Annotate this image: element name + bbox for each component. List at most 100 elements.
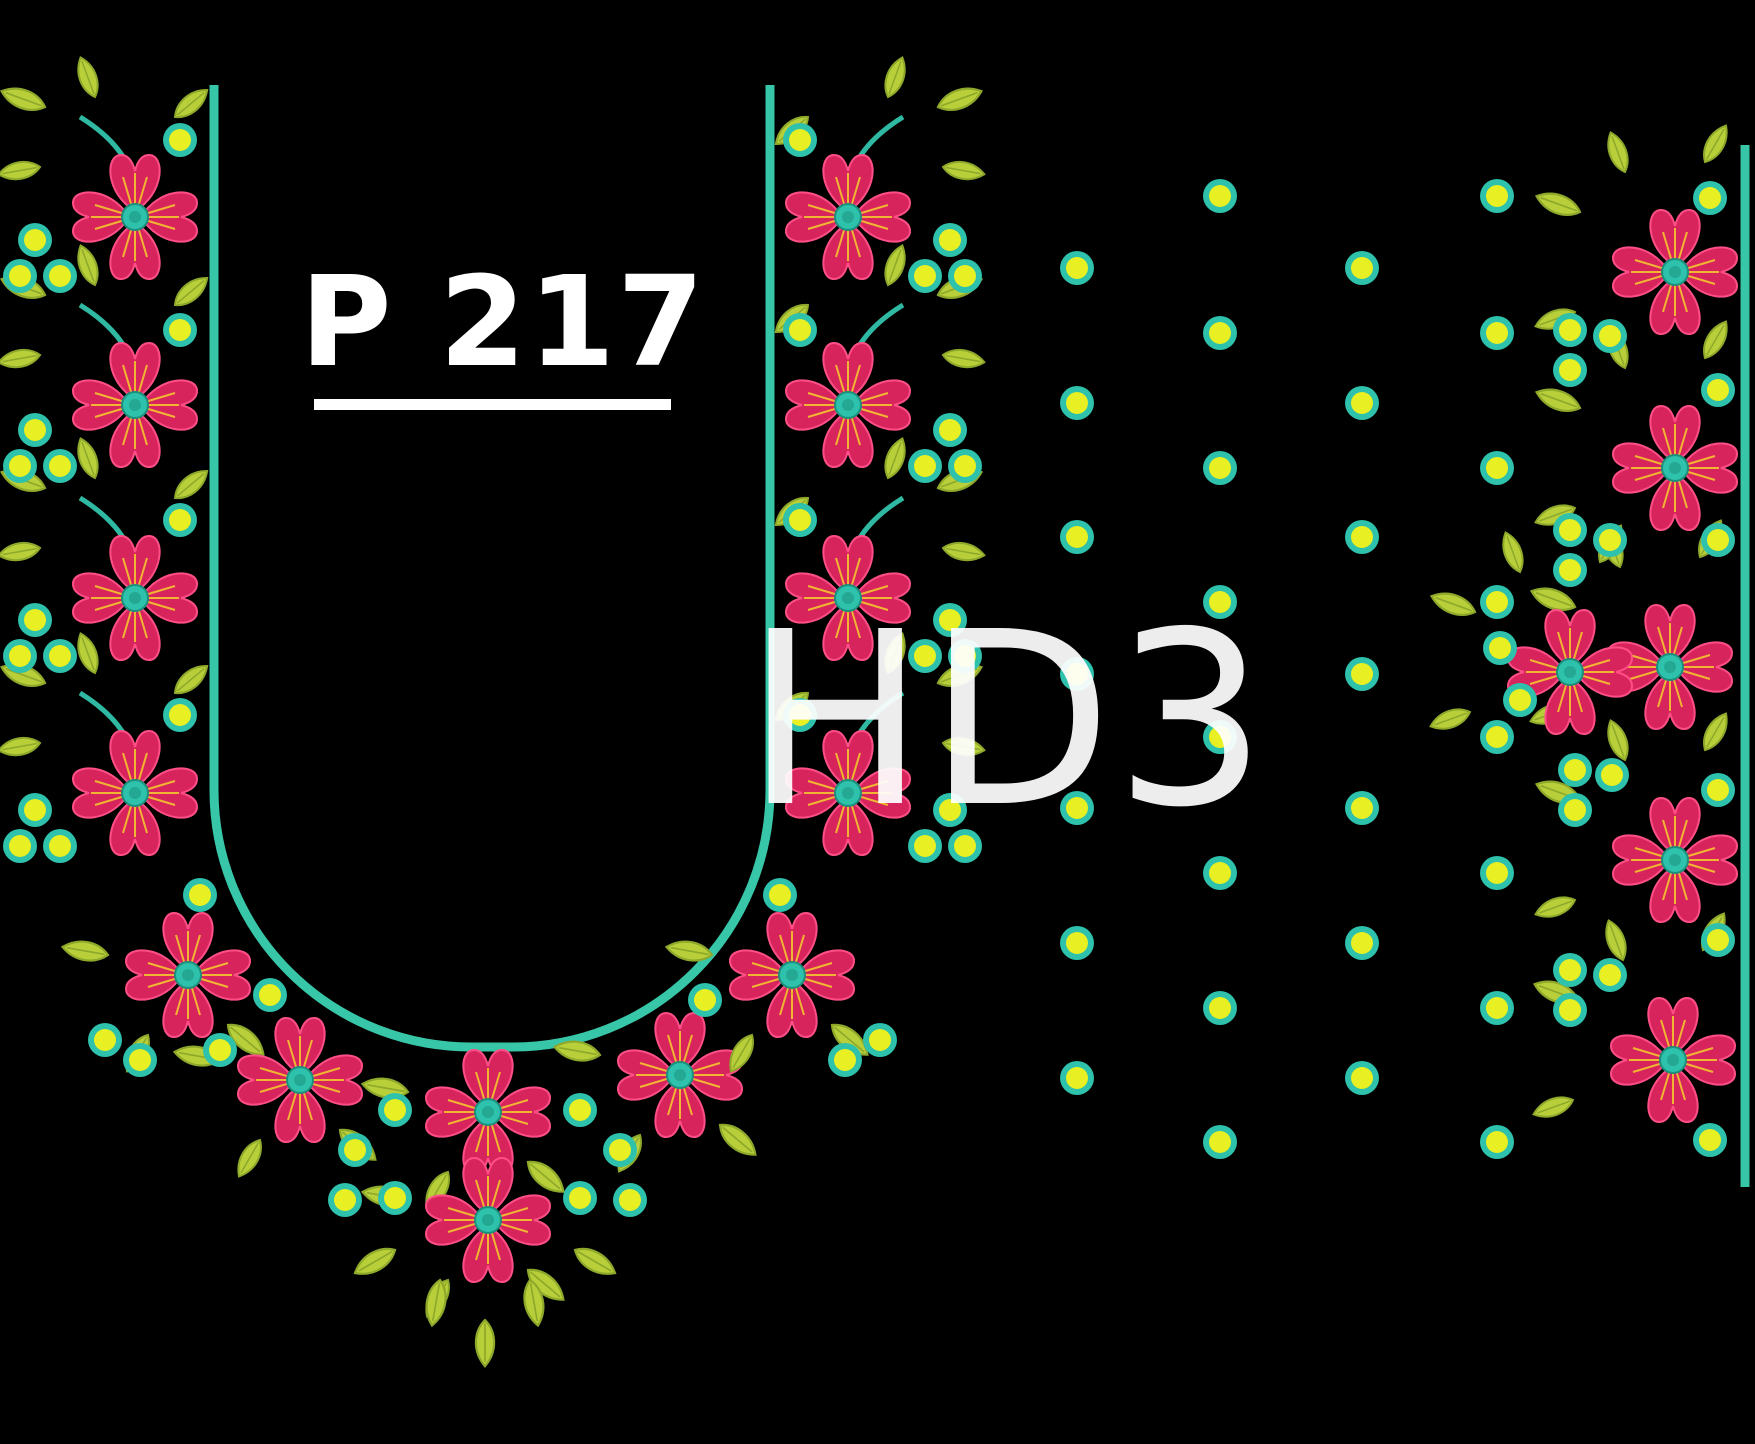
leaf-icon bbox=[940, 538, 987, 565]
leaf-icon bbox=[71, 53, 104, 101]
watermark-text: HD3 bbox=[745, 580, 1269, 860]
four-petal-flower-icon bbox=[1612, 797, 1738, 923]
leaf-icon bbox=[71, 241, 104, 289]
dot-icon bbox=[1203, 1125, 1237, 1159]
four-petal-flower-icon bbox=[1612, 405, 1738, 531]
dot-icon bbox=[863, 1023, 897, 1057]
dot-icon bbox=[1203, 451, 1237, 485]
four-petal-flower-icon bbox=[425, 1049, 551, 1175]
dot-icon bbox=[1558, 793, 1592, 827]
leaf-icon bbox=[0, 345, 43, 372]
dot-icon bbox=[763, 878, 797, 912]
leaf-icon bbox=[1601, 128, 1634, 176]
dot-icon bbox=[783, 313, 817, 347]
dot-icon bbox=[563, 1093, 597, 1127]
dot-icon bbox=[948, 449, 982, 483]
leaf-icon bbox=[1696, 120, 1735, 168]
dot-icon bbox=[1701, 373, 1735, 407]
leaf-icon bbox=[349, 1241, 401, 1283]
leaf-icon bbox=[940, 345, 987, 372]
dot-icon bbox=[163, 123, 197, 157]
dot-icon bbox=[163, 313, 197, 347]
dot-icon bbox=[688, 983, 722, 1017]
four-petal-flower-icon bbox=[72, 730, 198, 856]
dot-icon bbox=[908, 259, 942, 293]
leaf-icon bbox=[940, 157, 987, 184]
dot-icon bbox=[18, 603, 52, 637]
dot-icon bbox=[933, 413, 967, 447]
dot-icon bbox=[783, 123, 817, 157]
dot-icon bbox=[163, 698, 197, 732]
dot-icon bbox=[1693, 1123, 1727, 1157]
dot-icon bbox=[1345, 520, 1379, 554]
dot-icon bbox=[163, 503, 197, 537]
dot-icon bbox=[1480, 451, 1514, 485]
leaf-icon bbox=[521, 1153, 571, 1200]
dot-icon bbox=[1595, 758, 1629, 792]
dot-icon bbox=[1553, 993, 1587, 1027]
dot-icon bbox=[1480, 856, 1514, 890]
dot-icon bbox=[783, 503, 817, 537]
dot-icon bbox=[1060, 386, 1094, 420]
leaf-icon bbox=[1696, 708, 1735, 756]
leaf-icon bbox=[0, 733, 43, 760]
dot-icon bbox=[1345, 926, 1379, 960]
leaf-icon bbox=[168, 82, 214, 125]
design-code-underline bbox=[314, 399, 671, 410]
leaf-icon bbox=[230, 1134, 269, 1182]
four-petal-flower-icon bbox=[125, 912, 251, 1038]
leaf-icon bbox=[1531, 891, 1579, 924]
leaf-icon bbox=[474, 1318, 496, 1368]
leaf-icon bbox=[879, 241, 912, 289]
dot-icon bbox=[328, 1183, 362, 1217]
dot-icon bbox=[1203, 179, 1237, 213]
leaf-icon bbox=[879, 53, 912, 101]
embroidery-motif-layer bbox=[0, 53, 1738, 1368]
leaf-icon bbox=[1532, 382, 1585, 418]
dot-icon bbox=[1593, 319, 1627, 353]
dot-icon bbox=[1060, 1061, 1094, 1095]
dot-icon bbox=[1345, 386, 1379, 420]
leaf-icon bbox=[168, 658, 214, 701]
dot-icon bbox=[1553, 313, 1587, 347]
leaf-icon bbox=[1599, 916, 1632, 964]
dot-icon bbox=[3, 449, 37, 483]
dot-icon bbox=[1480, 179, 1514, 213]
four-petal-flower-icon bbox=[617, 1012, 743, 1138]
dot-icon bbox=[1480, 1125, 1514, 1159]
dot-icon bbox=[18, 793, 52, 827]
dot-icon bbox=[203, 1033, 237, 1067]
leaf-icon bbox=[1601, 716, 1634, 764]
dot-icon bbox=[183, 878, 217, 912]
dot-icon bbox=[1593, 523, 1627, 557]
leaf-icon bbox=[168, 463, 214, 506]
four-petal-flower-icon bbox=[1610, 997, 1736, 1123]
dot-icon bbox=[1701, 923, 1735, 957]
dot-icon bbox=[1480, 991, 1514, 1025]
dot-icon bbox=[1593, 958, 1627, 992]
dot-icon bbox=[18, 413, 52, 447]
leaf-icon bbox=[1529, 1091, 1577, 1124]
dot-icon bbox=[378, 1181, 412, 1215]
dot-icon bbox=[1203, 856, 1237, 890]
leaf-icon bbox=[1532, 186, 1585, 222]
leaf-icon bbox=[71, 629, 104, 677]
leaf-icon bbox=[569, 1241, 621, 1283]
dot-icon bbox=[253, 978, 287, 1012]
leaf-icon bbox=[0, 81, 50, 117]
dot-icon bbox=[948, 259, 982, 293]
dot-icon bbox=[1203, 991, 1237, 1025]
dot-icon bbox=[3, 639, 37, 673]
dot-icon bbox=[828, 1043, 862, 1077]
leaf-icon bbox=[168, 270, 214, 313]
dot-icon bbox=[43, 639, 77, 673]
dot-icon bbox=[563, 1181, 597, 1215]
leaf-icon bbox=[713, 1116, 763, 1163]
leaf-icon bbox=[1696, 316, 1735, 364]
dot-icon bbox=[88, 1023, 122, 1057]
leaf-icon bbox=[59, 936, 111, 966]
leaf-icon bbox=[71, 434, 104, 482]
dot-icon bbox=[1553, 513, 1587, 547]
dot-icon bbox=[1558, 753, 1592, 787]
